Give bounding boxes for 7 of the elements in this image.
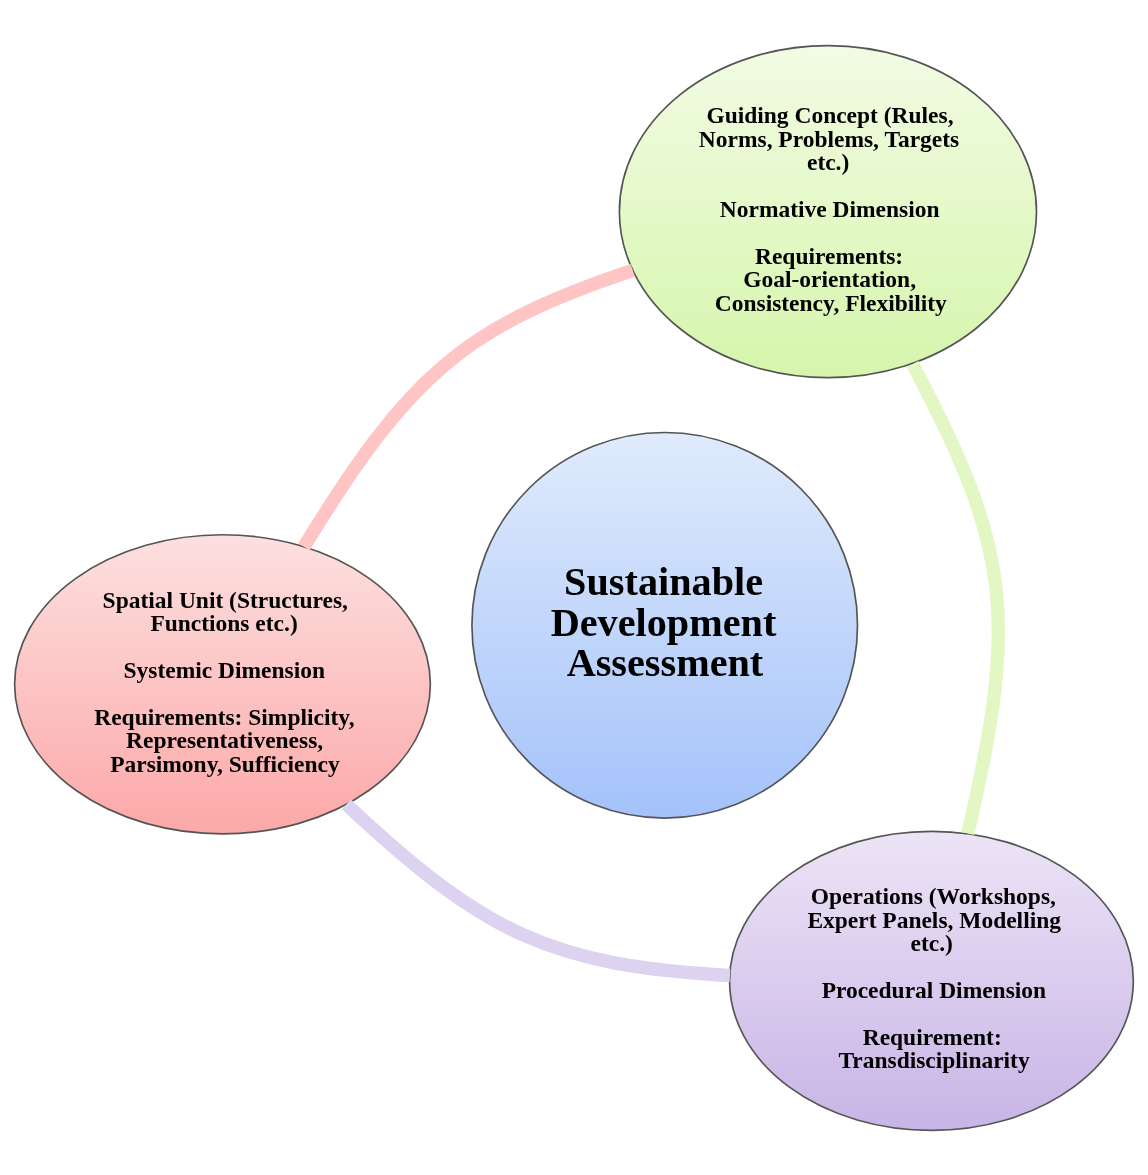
connector [906, 360, 1005, 835]
node-ellipse: Guiding Concept (Rules, Norms, Problems, Targets etc.) Normative Dimension Requirements: Goal-orientation, Consistency, Flexibility [618, 44, 1038, 378]
connector [341, 798, 731, 982]
node-circle: Sustainable Development Assessment [471, 431, 859, 819]
node-ellipse: Operations (Workshops, Expert Panels, Modelling etc.) Procedural Dimension Requirement: Transdisciplinarity [728, 830, 1135, 1131]
node-ellipse: Spatial Unit (Structures, Functions etc.) Systemic Dimension Requirements: Simplicity, Representativeness, Parsimony, Sufficiency [13, 533, 432, 835]
connector [298, 263, 635, 550]
